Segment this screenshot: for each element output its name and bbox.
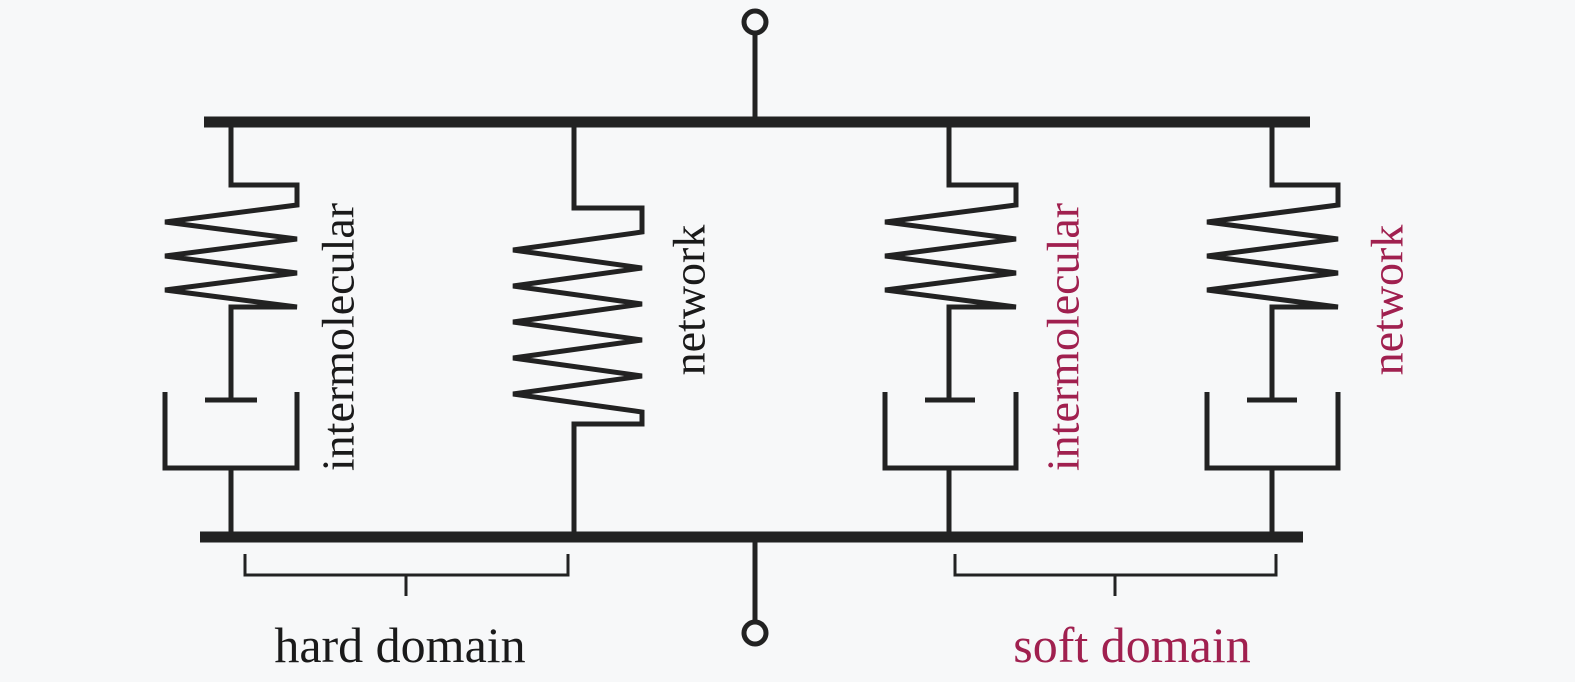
- top-terminal-node: [741, 8, 769, 36]
- bottom-terminal: [741, 542, 769, 647]
- soft-network-label: network: [1362, 225, 1413, 376]
- hard-intermolecular-label: intermolecular: [313, 203, 364, 471]
- soft-domain-label: soft domain: [1013, 617, 1250, 673]
- hard-domain-brace: [243, 554, 570, 596]
- soft-intermolecular-spring: [884, 122, 1019, 400]
- hard-network-label: network: [664, 225, 715, 376]
- branch-hard-intermolecular: [162, 122, 300, 537]
- bottom-terminal-node: [741, 619, 769, 647]
- soft-network-spring: [1206, 122, 1341, 400]
- soft-domain-brace: [953, 554, 1278, 596]
- branch-soft-intermolecular: [882, 122, 1019, 537]
- branch-soft-network: [1204, 122, 1341, 537]
- soft-network-dashpot: [1204, 392, 1341, 471]
- hard-intermolecular-spring: [164, 122, 300, 400]
- branch-hard-network: [512, 122, 645, 537]
- soft-intermolecular-dashpot: [882, 392, 1019, 471]
- hard-intermolecular-dashpot: [162, 392, 300, 471]
- hard-domain-label: hard domain: [274, 617, 525, 673]
- soft-intermolecular-label: intermolecular: [1038, 203, 1089, 471]
- hard-network-spring: [512, 122, 645, 537]
- top-terminal: [741, 8, 769, 118]
